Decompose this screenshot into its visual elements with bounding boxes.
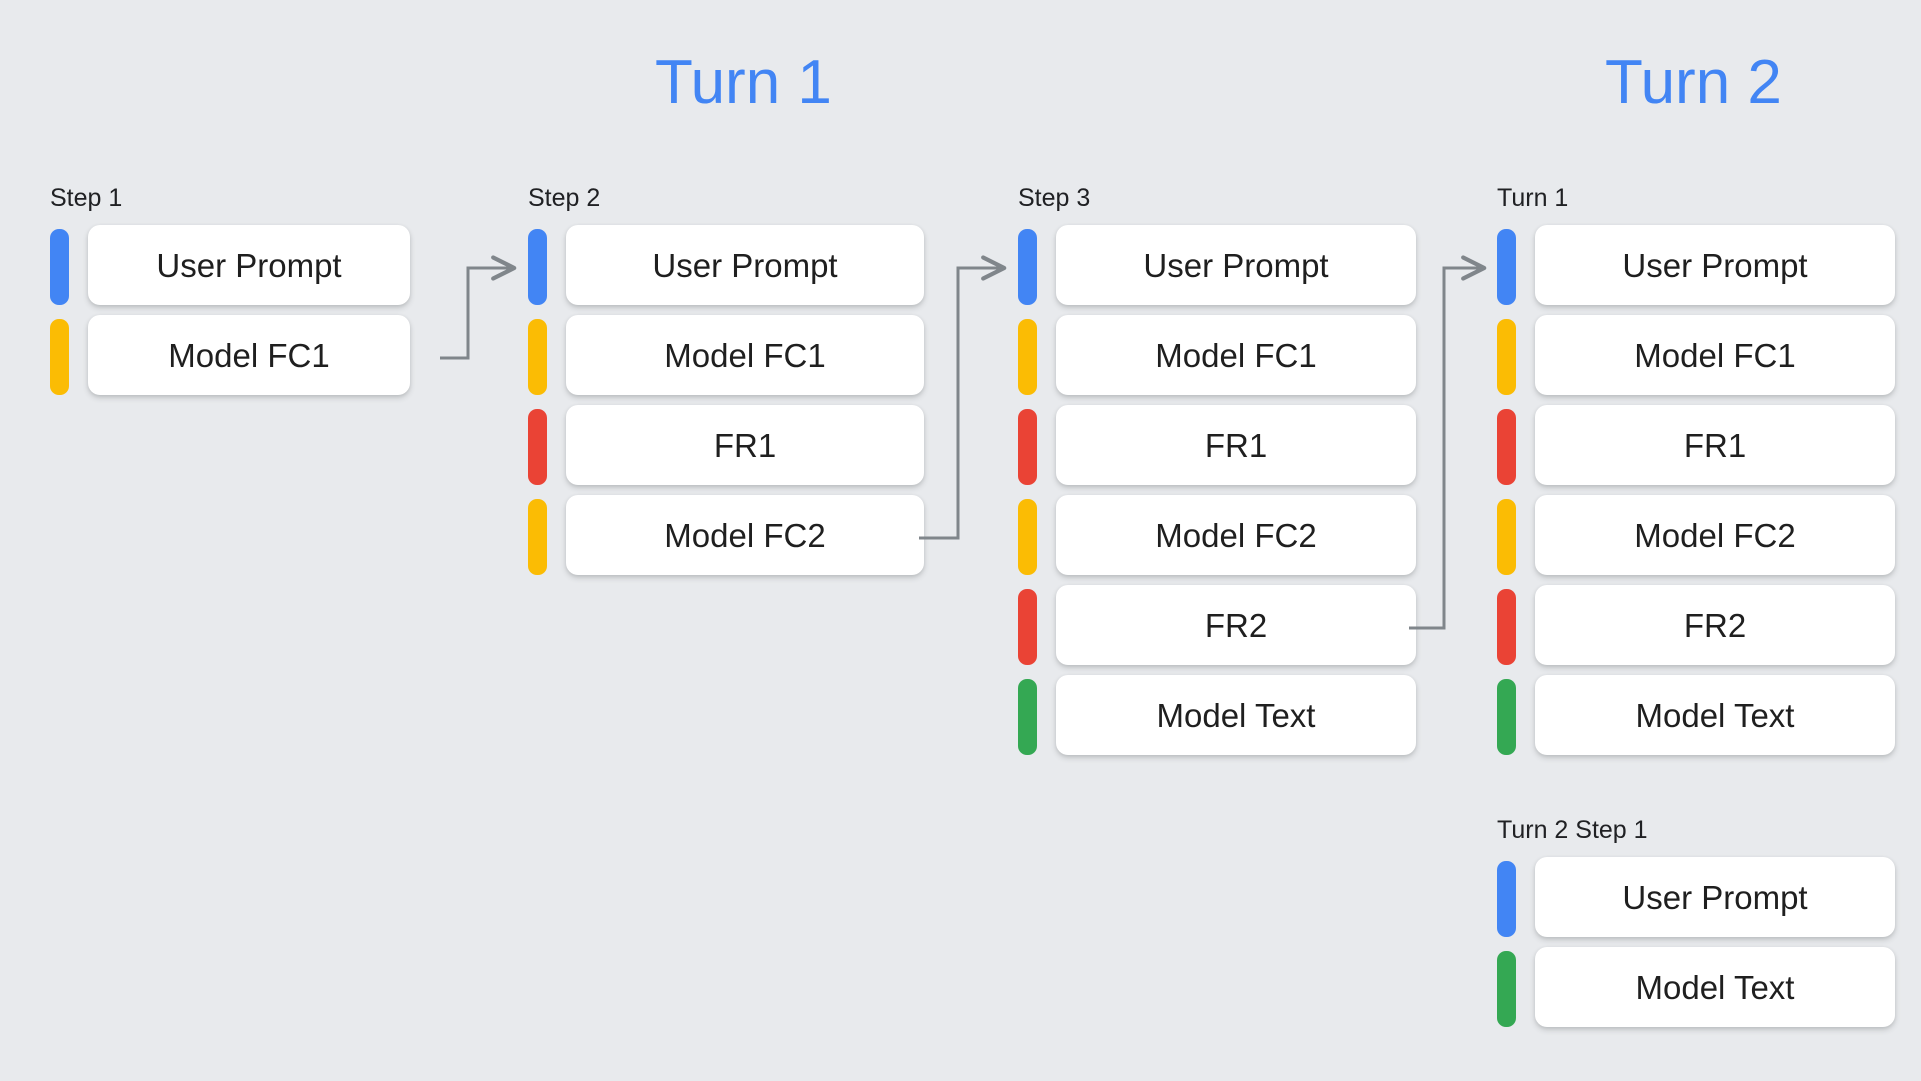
row-card-label: User Prompt	[1143, 246, 1329, 284]
row-card-label: Model FC2	[1155, 516, 1317, 554]
heading-turn-2: Turn 2	[1605, 48, 1782, 117]
row-color-bar-green	[1497, 679, 1516, 755]
row-color-bar-red	[1497, 589, 1516, 665]
row-card-label: FR1	[1204, 426, 1268, 464]
column-label-step-1: Step 1	[50, 184, 123, 212]
row-color-bar-red	[1497, 409, 1516, 485]
connector-step1-to-step2	[440, 255, 517, 360]
row-card-label: Model FC1	[664, 336, 826, 374]
row-card-label: User Prompt	[1622, 246, 1808, 284]
column-label-turn-2-step-1: Turn 2 Step 1	[1497, 816, 1648, 844]
row-card[interactable]: Model Text	[1056, 675, 1416, 755]
row-color-bar-red	[1018, 409, 1037, 485]
row-card-label: User Prompt	[1622, 878, 1808, 916]
row-color-bar-blue	[1497, 229, 1516, 305]
row-color-bar-yellow	[1497, 319, 1516, 395]
column-label-step-3: Step 3	[1018, 184, 1091, 212]
row-color-bar-red	[528, 409, 547, 485]
connector-step2-to-step3	[919, 255, 1007, 540]
row-color-bar-yellow	[1018, 319, 1037, 395]
column-label-turn-1-history: Turn 1	[1497, 184, 1569, 212]
row-color-bar-yellow	[50, 319, 69, 395]
row-color-bar-yellow	[528, 319, 547, 395]
row-card-label: Model Text	[1635, 696, 1795, 734]
row-color-bar-blue	[528, 229, 547, 305]
row-card-label: Model FC1	[1634, 336, 1796, 374]
row-card-label: FR2	[1683, 606, 1747, 644]
row-card[interactable]: User Prompt	[1056, 225, 1416, 305]
row-color-bar-yellow	[1497, 499, 1516, 575]
row-color-bar-blue	[50, 229, 69, 305]
row-card-label: User Prompt	[652, 246, 838, 284]
row-card[interactable]: Model FC1	[1056, 315, 1416, 395]
row-card[interactable]: Model FC1	[88, 315, 410, 395]
row-card[interactable]: Model FC2	[1535, 495, 1895, 575]
row-card-label: Model FC2	[664, 516, 826, 554]
row-card[interactable]: Model FC1	[1535, 315, 1895, 395]
row-card-label: FR2	[1204, 606, 1268, 644]
row-color-bar-yellow	[528, 499, 547, 575]
row-card[interactable]: User Prompt	[88, 225, 410, 305]
row-card-label: FR1	[1683, 426, 1747, 464]
row-card[interactable]: FR1	[1535, 405, 1895, 485]
heading-turn-1: Turn 1	[655, 48, 832, 117]
row-card[interactable]: FR1	[1056, 405, 1416, 485]
row-card[interactable]: Model FC2	[1056, 495, 1416, 575]
row-card-label: User Prompt	[156, 246, 342, 284]
row-color-bar-green	[1018, 679, 1037, 755]
row-card[interactable]: Model FC2	[566, 495, 924, 575]
row-card-label: FR1	[713, 426, 777, 464]
row-card-label: Model FC2	[1634, 516, 1796, 554]
row-color-bar-blue	[1497, 861, 1516, 937]
row-card[interactable]: Model Text	[1535, 947, 1895, 1027]
row-card-label: Model FC1	[168, 336, 330, 374]
row-card-label: Model Text	[1156, 696, 1316, 734]
row-color-bar-blue	[1018, 229, 1037, 305]
row-color-bar-red	[1018, 589, 1037, 665]
row-color-bar-green	[1497, 951, 1516, 1027]
row-card[interactable]: User Prompt	[566, 225, 924, 305]
row-card[interactable]: User Prompt	[1535, 857, 1895, 937]
row-card-label: Model FC1	[1155, 336, 1317, 374]
row-card[interactable]: User Prompt	[1535, 225, 1895, 305]
row-color-bar-yellow	[1018, 499, 1037, 575]
row-card[interactable]: FR2	[1535, 585, 1895, 665]
row-card[interactable]: FR1	[566, 405, 924, 485]
row-card[interactable]: Model FC1	[566, 315, 924, 395]
connector-step3-to-turn1	[1409, 255, 1487, 630]
row-card-label: Model Text	[1635, 968, 1795, 1006]
row-card[interactable]: FR2	[1056, 585, 1416, 665]
row-card[interactable]: Model Text	[1535, 675, 1895, 755]
column-label-step-2: Step 2	[528, 184, 601, 212]
